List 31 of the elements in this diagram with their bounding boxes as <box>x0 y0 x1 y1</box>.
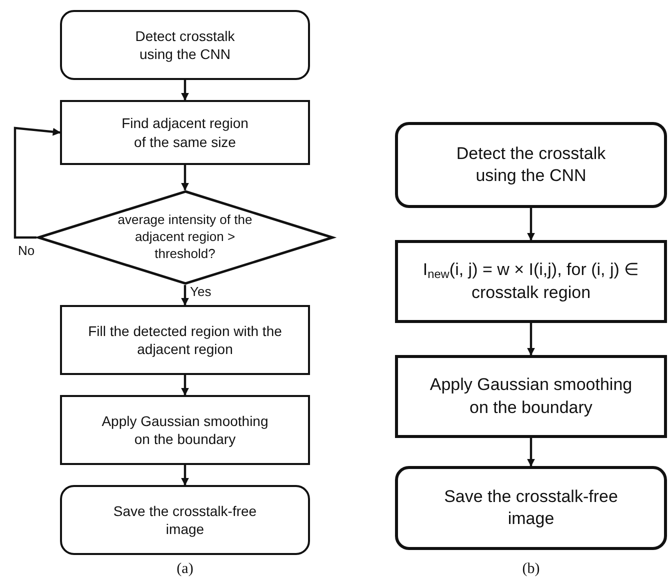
arrow <box>181 375 189 396</box>
edge-label: No <box>18 244 35 257</box>
decision-diamond <box>36 190 334 285</box>
arrow <box>181 80 189 101</box>
process-box <box>60 305 310 375</box>
terminal-box <box>395 122 667 208</box>
edge-label: Yes <box>190 285 212 298</box>
terminal-box <box>60 10 310 80</box>
process-box <box>395 240 667 323</box>
arrow <box>181 285 189 306</box>
node-text: Save the crosstalk-free image <box>112 502 258 538</box>
process-box <box>60 100 310 165</box>
process-box <box>395 355 667 438</box>
node-text: Apply Gaussian smoothing on the boundary <box>428 374 634 418</box>
terminal-box <box>60 485 310 555</box>
node-text: Apply Gaussian smoothing on the boundary <box>100 412 270 448</box>
arrow <box>527 323 535 356</box>
arrow <box>527 208 535 241</box>
node-text: Detect the crosstalk using the CNN <box>455 142 607 187</box>
node-text: average intensity of the adjacent region > threshold? <box>116 212 254 263</box>
node-text: I$_{new}$(i, j) = w × I(i,j), for (i, j) ∈ crosstalk region <box>422 258 640 304</box>
arrow <box>14 126 61 239</box>
arrow <box>181 465 189 486</box>
node-text: Find adjacent region of the same size <box>120 114 250 151</box>
node-text: Save the crosstalk-free image <box>443 486 619 530</box>
node-text: Detect crosstalk using the CNN <box>134 26 236 64</box>
node-text: Fill the detected region with the adjacent region <box>88 322 282 358</box>
process-box <box>60 395 310 465</box>
arrow <box>181 165 189 191</box>
arrow <box>527 438 535 467</box>
terminal-box <box>395 466 667 550</box>
